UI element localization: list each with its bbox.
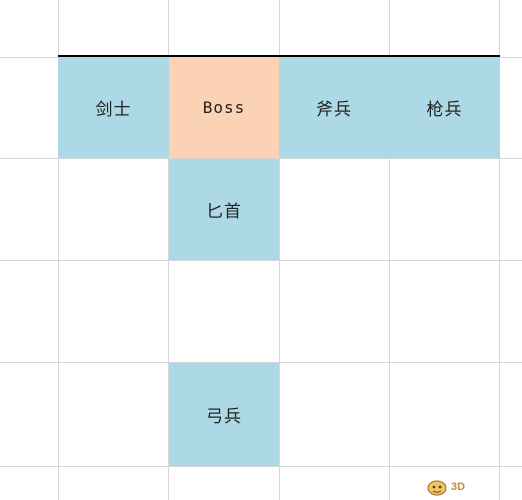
grid-line bbox=[0, 158, 522, 159]
unit-cell-boss: Boss bbox=[169, 57, 279, 158]
unit-cell-dagger: 匕首 bbox=[169, 159, 279, 260]
unit-label: 匕首 bbox=[206, 202, 242, 222]
unit-label: 弓兵 bbox=[206, 407, 242, 427]
grid-line bbox=[0, 466, 522, 467]
grid-line bbox=[279, 0, 280, 500]
unit-label: Boss bbox=[202, 98, 246, 117]
grid-line bbox=[168, 0, 169, 500]
grid-line bbox=[0, 260, 522, 261]
unit-label: 枪兵 bbox=[426, 100, 463, 120]
watermark-text: 3D bbox=[451, 481, 466, 493]
unit-cell-spearman: 枪兵 bbox=[389, 57, 500, 158]
formation-top-border bbox=[58, 55, 500, 57]
unit-label: 斧兵 bbox=[316, 100, 352, 120]
grid-line bbox=[389, 0, 390, 500]
unit-cell-archer: 弓兵 bbox=[169, 363, 279, 466]
grid-line bbox=[499, 0, 500, 500]
grid-line bbox=[58, 0, 59, 500]
site-watermark: 3D bbox=[426, 476, 516, 498]
grid-line bbox=[0, 362, 522, 363]
unit-cell-axeman: 斧兵 bbox=[279, 57, 389, 158]
unit-cell-swordsman: 剑士 bbox=[58, 57, 169, 158]
mascot-logo-icon bbox=[427, 480, 447, 496]
unit-label: 剑士 bbox=[95, 100, 132, 120]
